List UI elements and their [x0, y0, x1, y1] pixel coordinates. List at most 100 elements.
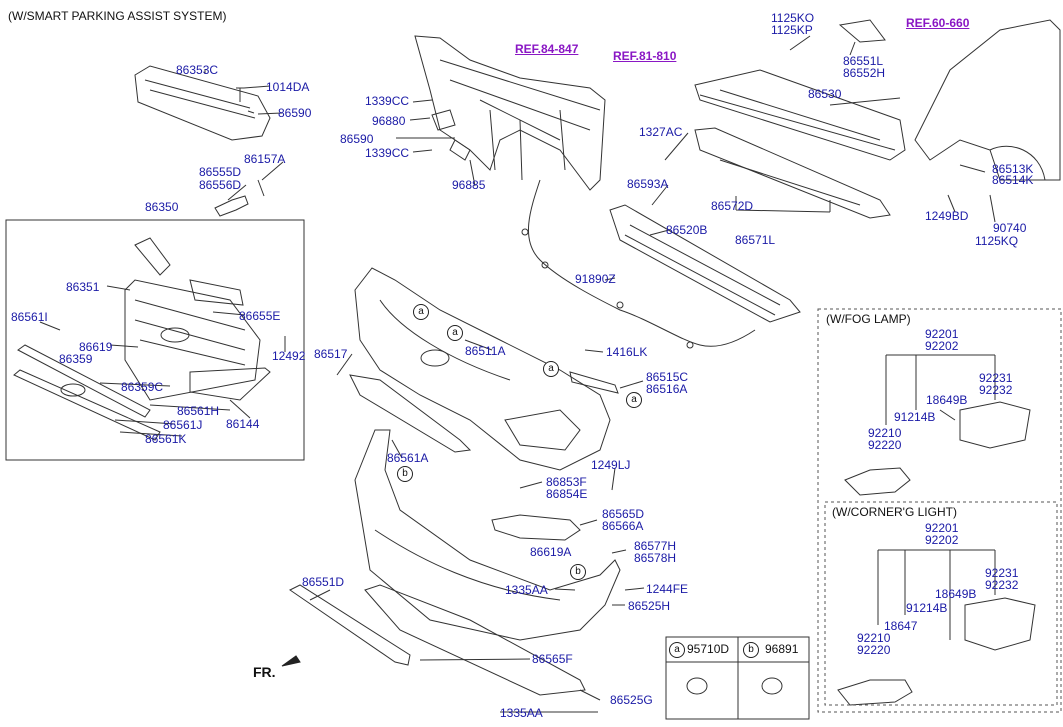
part-86561I[interactable]: 86561I — [11, 310, 48, 324]
part-86593A[interactable]: 86593A — [627, 177, 669, 191]
part-86515C[interactable]: 86515C — [646, 370, 689, 384]
part-86520B[interactable]: 86520B — [666, 223, 708, 237]
ref-60-660[interactable]: REF.60-660 — [906, 16, 970, 30]
bumper-cover-drawing — [354, 267, 611, 471]
part-86513K[interactable]: 86513K — [992, 162, 1034, 176]
part-96880[interactable]: 96880 — [372, 114, 406, 128]
legend-part-95710D[interactable]: 95710D — [687, 642, 730, 656]
corner-part-92202[interactable]: 92202 — [925, 533, 959, 547]
part-86561J[interactable]: 86561J — [163, 418, 203, 432]
part-86578H[interactable]: 86578H — [634, 551, 677, 565]
part-90740[interactable]: 90740 — [993, 221, 1027, 235]
callout-b-1: b — [397, 466, 413, 482]
fog-part-92232[interactable]: 92232 — [979, 383, 1013, 397]
ref-81-810[interactable]: REF.81-810 — [613, 49, 677, 63]
part-86157A[interactable]: 86157A — [244, 152, 286, 166]
part-86572D[interactable]: 86572D — [711, 199, 754, 213]
part-86525G[interactable]: 86525G — [610, 693, 653, 707]
radiator-grille-drawing — [124, 279, 261, 401]
part-86353C[interactable]: 86353C — [176, 63, 219, 77]
part-86565D[interactable]: 86565D — [602, 507, 645, 521]
part-86565F[interactable]: 86565F — [532, 652, 573, 666]
part-86144[interactable]: 86144 — [226, 417, 260, 431]
part-86525H[interactable]: 86525H — [628, 599, 671, 613]
fog-part-18649B[interactable]: 18649B — [926, 393, 968, 407]
part-86571L[interactable]: 86571L — [735, 233, 776, 247]
part-1327AC[interactable]: 1327AC — [639, 125, 683, 139]
part-86551L[interactable]: 86551L — [843, 54, 884, 68]
part-1125KQ[interactable]: 1125KQ — [975, 234, 1019, 248]
diagram-header: (W/SMART PARKING ASSIST SYSTEM) — [8, 9, 227, 23]
callout-a-1: a — [413, 304, 429, 320]
part-86350[interactable]: 86350 — [145, 200, 179, 214]
energy-absorber-drawing — [609, 204, 801, 323]
wiring-harness-drawing — [527, 179, 756, 347]
part-1335AA-lower[interactable]: 1335AA — [500, 706, 543, 720]
corner-lamp-drawing — [837, 679, 913, 706]
part-1339CC-lower[interactable]: 1339CC — [365, 146, 410, 160]
front-direction-label: FR. — [253, 664, 276, 680]
part-86566A[interactable]: 86566A — [602, 519, 644, 533]
callout-a-2: a — [447, 325, 463, 341]
corner-part-92201[interactable]: 92201 — [925, 521, 959, 535]
fog-part-92231[interactable]: 92231 — [979, 371, 1013, 385]
upper-cover-drawing — [134, 65, 271, 141]
fog-cover-drawing — [491, 514, 581, 541]
part-1339CC-upper[interactable]: 1339CC — [365, 94, 410, 108]
ref-84-847[interactable]: REF.84-847 — [515, 42, 579, 56]
fog-part-91214B[interactable]: 91214B — [894, 410, 936, 424]
part-86514K[interactable]: 86514K — [992, 173, 1034, 187]
part-86551D[interactable]: 86551D — [302, 575, 345, 589]
part-86854E[interactable]: 86854E — [546, 487, 588, 501]
corner-part-92210[interactable]: 92210 — [857, 631, 891, 645]
callout-b-2: b — [570, 564, 586, 580]
part-86619A[interactable]: 86619A — [530, 545, 572, 559]
part-1416LK[interactable]: 1416LK — [606, 345, 648, 359]
part-86351[interactable]: 86351 — [66, 280, 100, 294]
legend-part-96891[interactable]: 96891 — [765, 642, 799, 656]
callout-a-3: a — [543, 361, 559, 377]
fog-part-92201[interactable]: 92201 — [925, 327, 959, 341]
part-86359C[interactable]: 86359C — [121, 380, 164, 394]
part-86561K[interactable]: 86561K — [145, 432, 187, 446]
part-1014DA[interactable]: 1014DA — [266, 80, 310, 94]
lower-bumper-drawing — [354, 429, 621, 641]
corner-part-92231[interactable]: 92231 — [985, 566, 1019, 580]
corner-part-18647[interactable]: 18647 — [884, 619, 918, 633]
part-1249LJ[interactable]: 1249LJ — [591, 458, 631, 472]
corner-part-18649B[interactable]: 18649B — [935, 587, 977, 601]
fog-part-92202[interactable]: 92202 — [925, 339, 959, 353]
part-86619[interactable]: 86619 — [79, 340, 113, 354]
part-86577H[interactable]: 86577H — [634, 539, 677, 553]
part-1125KO[interactable]: 1125KO — [771, 11, 815, 25]
part-96885[interactable]: 96885 — [452, 178, 486, 192]
part-86590-center[interactable]: 86590 — [340, 132, 374, 146]
fender-drawing — [914, 19, 1061, 181]
part-86556D[interactable]: 86556D — [199, 178, 242, 192]
part-86516A[interactable]: 86516A — [646, 382, 688, 396]
corner-part-92232[interactable]: 92232 — [985, 578, 1019, 592]
part-86655E[interactable]: 86655E — [239, 309, 281, 323]
part-86359[interactable]: 86359 — [59, 352, 93, 366]
fog-lamp-title: (W/FOG LAMP) — [826, 312, 911, 326]
callout-a-4: a — [626, 392, 642, 408]
corner-part-92220[interactable]: 92220 — [857, 643, 891, 657]
part-86517[interactable]: 86517 — [314, 347, 348, 361]
part-91890Z[interactable]: 91890Z — [575, 272, 616, 286]
part-86530[interactable]: 86530 — [808, 87, 842, 101]
part-86552H[interactable]: 86552H — [843, 66, 886, 80]
part-86561H[interactable]: 86561H — [177, 404, 220, 418]
part-86555D[interactable]: 86555D — [199, 165, 242, 179]
part-1249BD[interactable]: 1249BD — [925, 209, 969, 223]
part-86561A[interactable]: 86561A — [387, 451, 429, 465]
part-1244FE[interactable]: 1244FE — [646, 582, 689, 596]
part-86511A[interactable]: 86511A — [465, 344, 506, 358]
part-12492[interactable]: 12492 — [272, 349, 306, 363]
corner-part-91214B[interactable]: 91214B — [906, 601, 948, 615]
fog-part-92220[interactable]: 92220 — [868, 438, 902, 452]
part-86590-top[interactable]: 86590 — [278, 106, 312, 120]
part-1335AA-upper[interactable]: 1335AA — [505, 583, 548, 597]
fog-part-92210[interactable]: 92210 — [868, 426, 902, 440]
part-1125KP[interactable]: 1125KP — [771, 23, 813, 37]
part-86853F[interactable]: 86853F — [546, 475, 587, 489]
